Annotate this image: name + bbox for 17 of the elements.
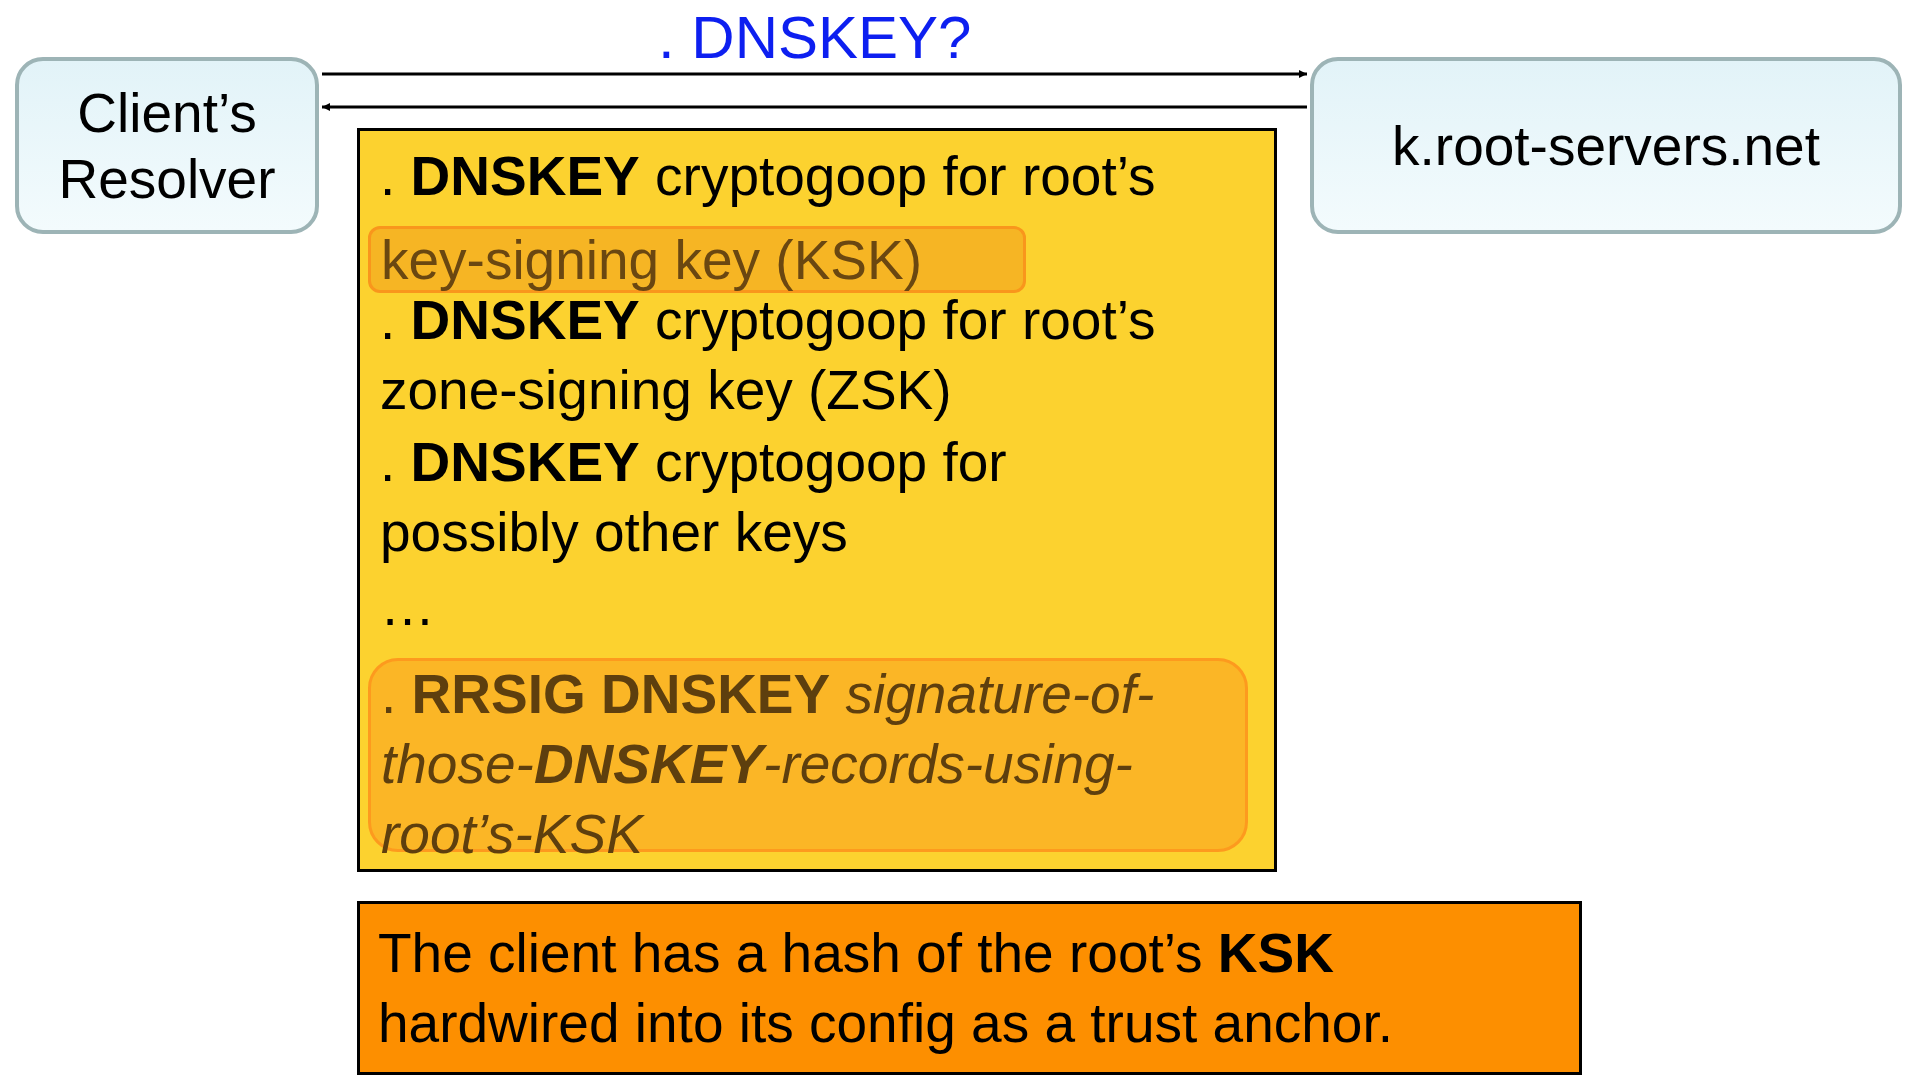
highlight-box	[368, 658, 1248, 852]
highlight-box	[368, 226, 1026, 293]
arrow	[322, 70, 1307, 78]
node-text: . RRSIG DNSKEY signature-of-those-DNSKEY-records-using-root’s-KSK	[381, 662, 1156, 867]
node-text: Client’s Resolver	[57, 80, 277, 212]
response-box	[357, 128, 1277, 872]
node-text: …	[380, 574, 436, 639]
node-text: . DNSKEY cryptogoop for root’s	[380, 144, 1157, 209]
edge-label: . DNSKEY?	[658, 3, 972, 72]
node-text: key-signing key (KSK)	[381, 228, 924, 293]
note-box	[357, 901, 1582, 1075]
node-text: . DNSKEY cryptogoop for possibly other keys	[380, 430, 1008, 565]
server-box	[1310, 57, 1902, 234]
node-text: k.root-servers.net	[1391, 113, 1821, 179]
resolver-box	[15, 57, 319, 234]
arrow	[322, 103, 1307, 111]
node-text: The client has a hash of the root’s KSK hardwired into its config as a trust anchor.	[378, 921, 1394, 1056]
